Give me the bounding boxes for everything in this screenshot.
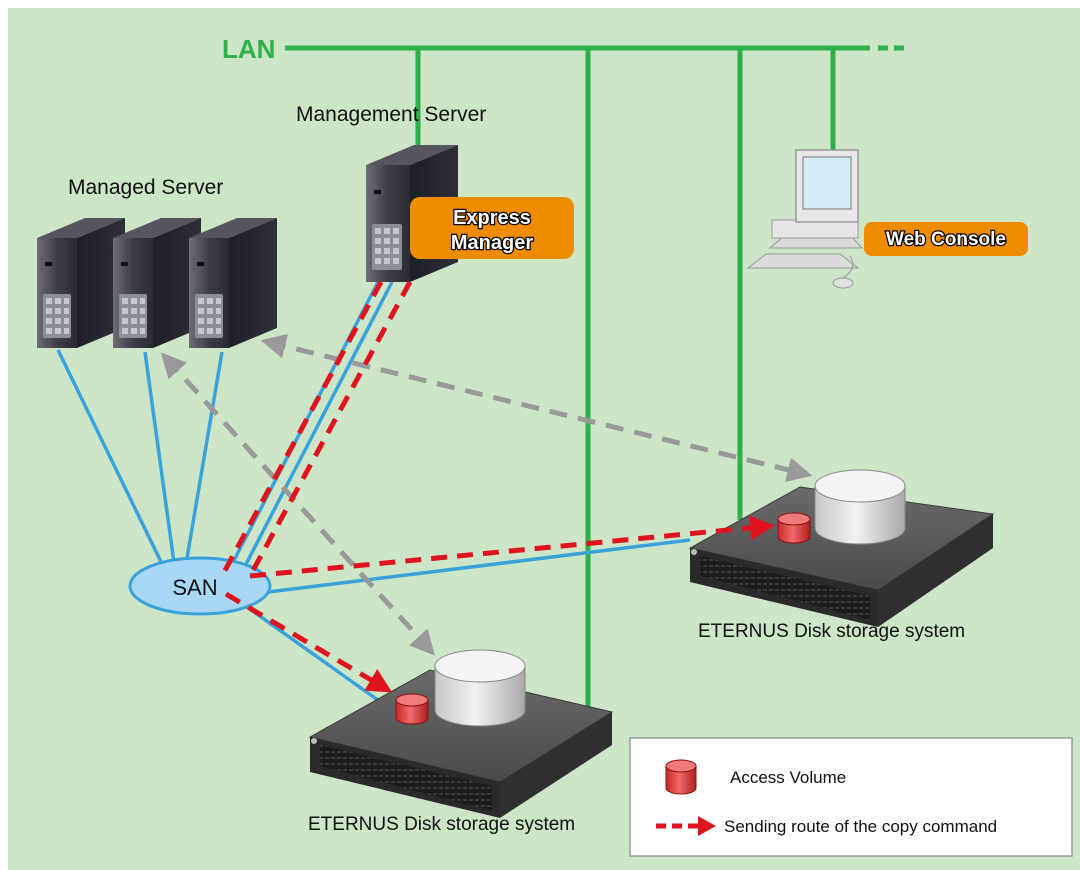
managed-server-1: [37, 218, 125, 348]
san-label: SAN: [172, 575, 217, 600]
legend-access-volume-icon: [665, 759, 697, 795]
express-manager-label-line1: Express: [453, 207, 531, 229]
storage-bottom-access-volume: [395, 693, 429, 725]
copy-command-routes: [219, 280, 775, 693]
express-manager-label-line2: Manager: [451, 232, 533, 254]
storage-right-data-disk: [814, 469, 906, 545]
storage-bottom-label: ETERNUS Disk storage system: [308, 814, 575, 835]
storage-bottom-data-disk: [434, 649, 526, 727]
storage-right-label: ETERNUS Disk storage system: [698, 621, 965, 642]
managed-server-label: Managed Server: [68, 176, 223, 199]
managed-server-2: [113, 218, 201, 348]
management-server-label: Management Server: [296, 103, 486, 126]
legend-access-volume-label: Access Volume: [730, 768, 846, 787]
access-paths: [160, 334, 813, 656]
san-switch: SAN: [128, 556, 272, 616]
legend-copy-route-icon: [656, 816, 716, 836]
legend-copy-route-label: Sending route of the copy command: [724, 817, 997, 836]
express-manager-badge: Express Manager: [410, 197, 574, 259]
lan-label: LAN: [222, 34, 275, 64]
web-console-badge: Web Console: [864, 222, 1028, 256]
legend: Access Volume Sending route of the copy …: [629, 737, 1073, 857]
managed-server-3: [189, 218, 277, 348]
web-console-label: Web Console: [886, 229, 1006, 250]
web-console-computer: [746, 149, 864, 289]
storage-bottom: [308, 669, 614, 818]
storage-right-access-volume: [777, 512, 811, 544]
